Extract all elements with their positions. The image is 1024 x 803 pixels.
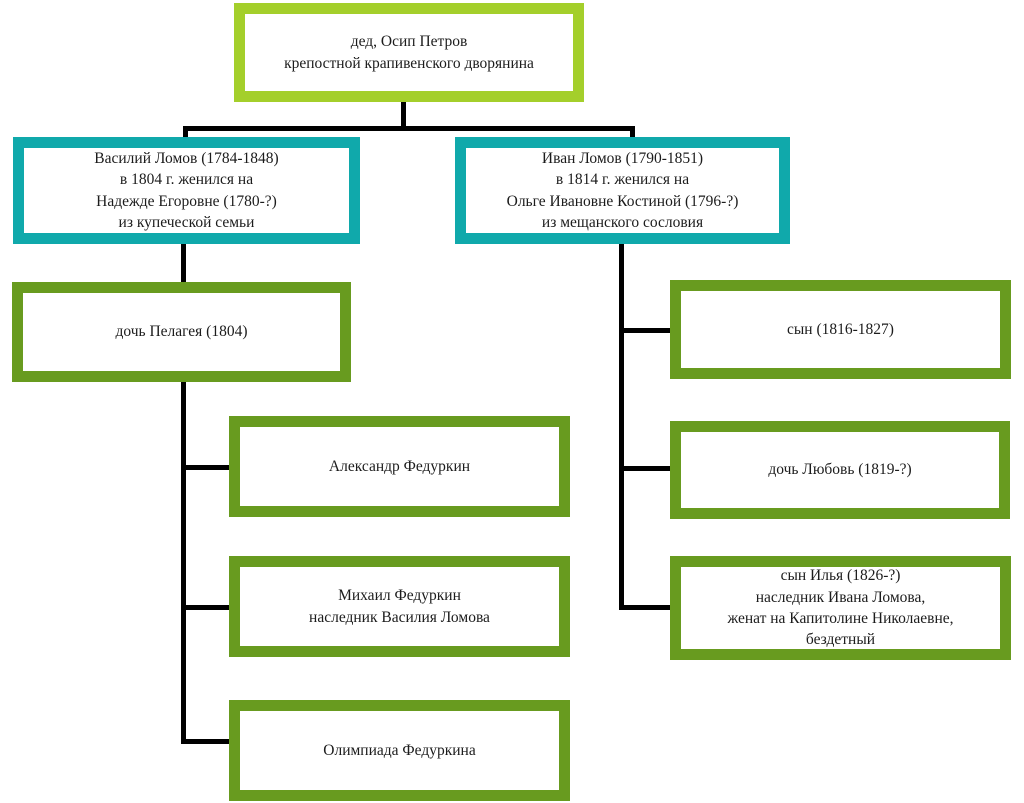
node-daughter-pelageya-label: дочь Пелагея (1804): [115, 323, 248, 341]
node-son-ilya-box: сын Илья (1826-?) наследник Ивана Ломова…: [670, 556, 1011, 660]
connector-line-stub-lyubov: [619, 466, 674, 471]
connector-line-stub-son: [619, 328, 674, 333]
node-vasily-lomov-label: Василий Ломов (1784-1848) в 1804 г. жени…: [94, 149, 279, 231]
node-son-1816-label: сын (1816-1827): [787, 320, 894, 338]
node-vasily-lomov-box: Василий Ломов (1784-1848) в 1804 г. жени…: [13, 137, 360, 244]
connector-line-top-horizontal: [183, 126, 635, 131]
node-daughter-pelageya-box: дочь Пелагея (1804): [12, 282, 351, 382]
node-mikhail-fedurkin-label: Михаил Федуркин наследник Василия Ломова: [309, 587, 490, 626]
node-ivan-lomov-box: Иван Ломов (1790-1851) в 1814 г. женился…: [455, 137, 790, 244]
connector-line-right-chain-vertical: [619, 240, 624, 610]
node-alexandr-fedurkin-label: Александр Федуркин: [328, 457, 471, 475]
connector-line-stub-olimpiada: [181, 739, 233, 744]
connector-line-vasily-to-pelageya: [181, 240, 186, 286]
node-son-1816-box: сын (1816-1827): [670, 280, 1011, 379]
connector-line-stub-mikhail: [181, 605, 233, 610]
node-alexandr-fedurkin-box: Александр Федуркин: [229, 416, 570, 517]
connector-line-left-chain-vertical: [181, 378, 186, 744]
connector-line-drop-right: [630, 126, 635, 141]
node-son-ilya-label: сын Илья (1826-?) наследник Ивана Ломова…: [727, 567, 954, 649]
connector-line-stub-ilya: [619, 605, 674, 610]
node-mikhail-fedurkin-box: Михаил Федуркин наследник Василия Ломова: [229, 556, 570, 657]
connector-line-top-vertical: [401, 100, 406, 130]
node-ivan-lomov-label: Иван Ломов (1790-1851) в 1814 г. женился…: [506, 149, 739, 231]
node-grandfather-label: дед, Осип Петров крепостной крапивенског…: [284, 33, 534, 72]
connector-line-stub-alexandr: [181, 465, 233, 470]
node-daughter-lyubov-box: дочь Любовь (1819-?): [670, 421, 1010, 519]
connector-line-drop-left: [183, 126, 188, 141]
node-grandfather-box: дед, Осип Петров крепостной крапивенског…: [234, 3, 584, 102]
node-olimpiada-fedurkina-label: Олимпиада Федуркина: [323, 741, 476, 759]
node-daughter-lyubov-label: дочь Любовь (1819-?): [768, 461, 912, 479]
node-olimpiada-fedurkina-box: Олимпиада Федуркина: [229, 700, 570, 801]
